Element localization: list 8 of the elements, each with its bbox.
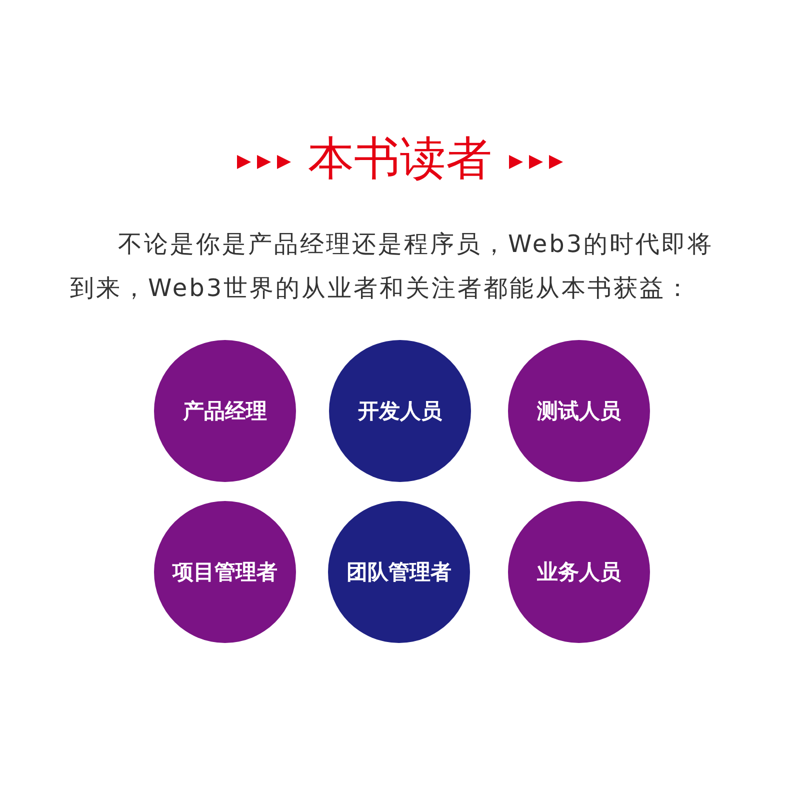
reader-role: 业务人员 [537,559,621,586]
reader-role: 测试人员 [537,398,621,425]
reader-role: 产品经理 [183,398,267,425]
title: 本书读者 [307,130,493,187]
reader-role: 团队管理者 [346,559,452,586]
reader-role: 项目管理者 [172,559,278,586]
intro-paragraph: 不论是你是产品经理还是程序员，Web3的时代即将到来，Web3世界的从业者和关注者都能从本书获益： [70,229,715,304]
reader-role: 开发人员 [358,398,442,425]
